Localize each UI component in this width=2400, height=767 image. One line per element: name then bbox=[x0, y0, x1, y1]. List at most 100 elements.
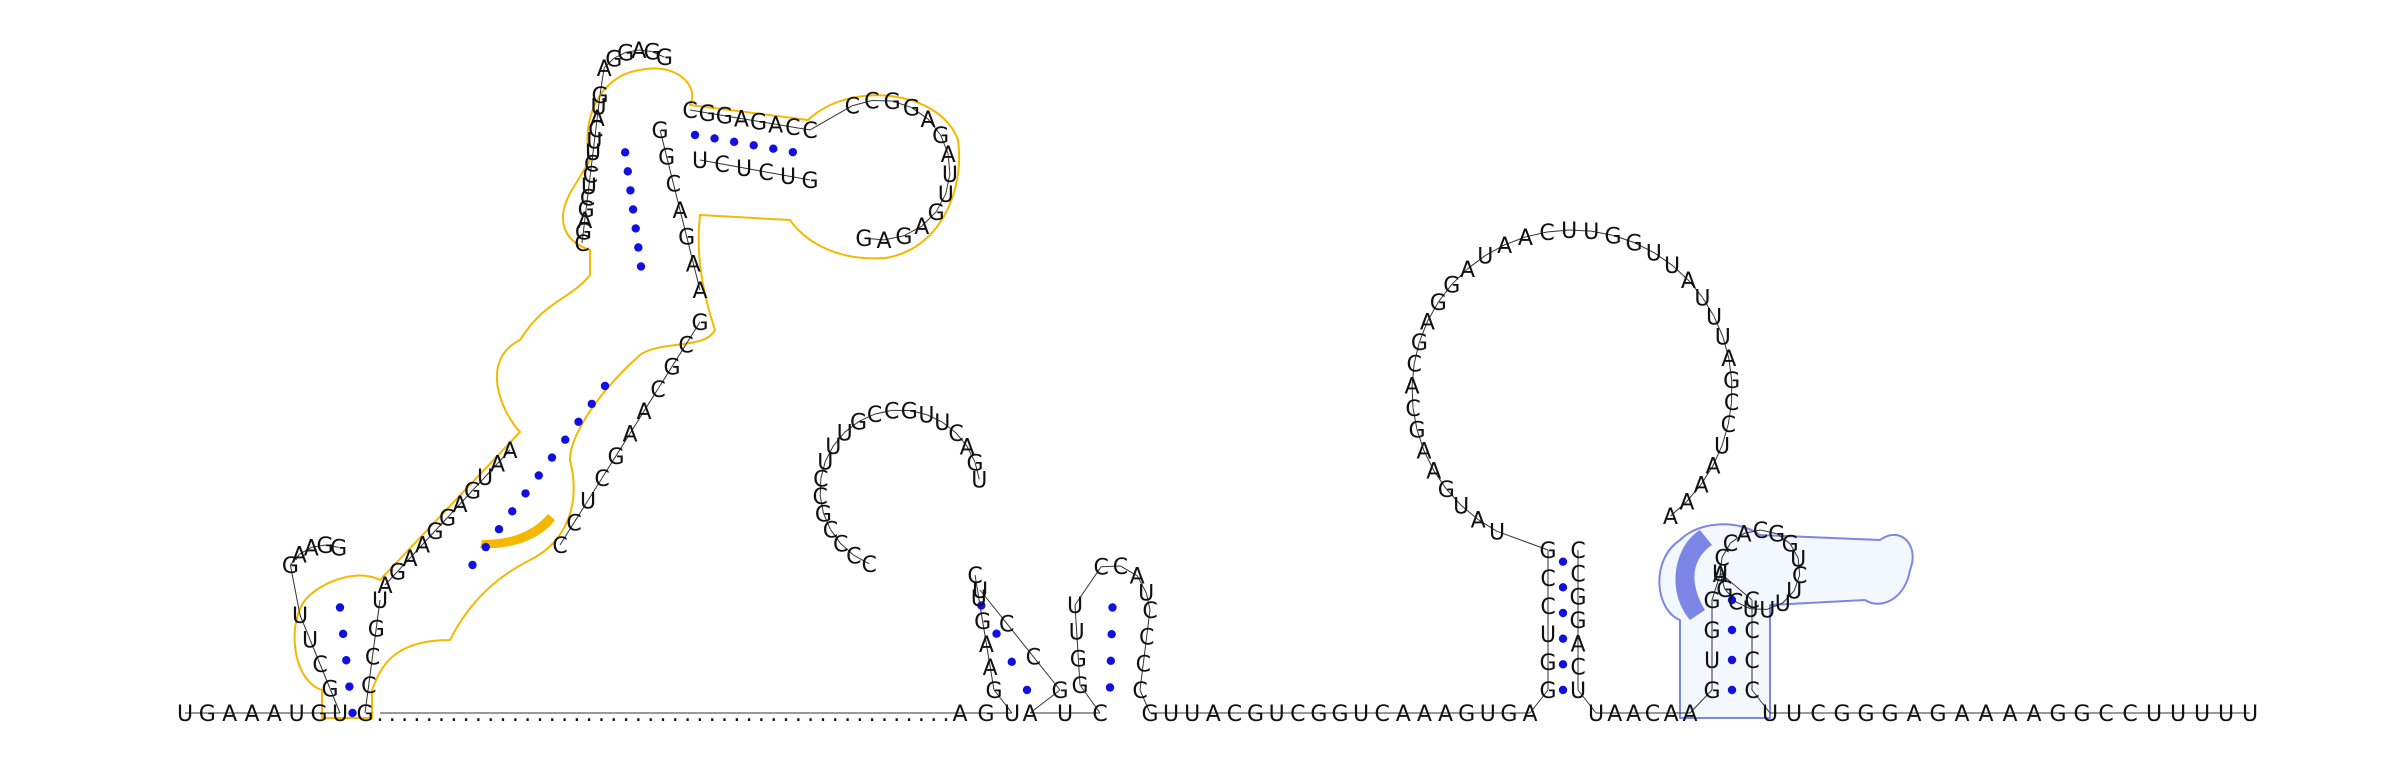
nucleotide: G bbox=[578, 198, 595, 223]
base-pair-dot bbox=[468, 560, 477, 570]
nucleotide: U bbox=[780, 165, 796, 190]
nucleotide: G bbox=[330, 536, 347, 561]
backbone-link bbox=[1546, 229, 1570, 233]
backbone-link bbox=[591, 151, 594, 164]
backbone-link bbox=[1767, 602, 1783, 610]
backbone-link bbox=[721, 163, 745, 169]
nucleotide: U bbox=[1712, 562, 1728, 587]
backbone-link bbox=[1504, 236, 1526, 246]
nucleotide: A bbox=[1471, 509, 1486, 534]
nucleotide: U bbox=[692, 149, 708, 174]
backbone-link bbox=[613, 51, 626, 59]
base-pair-dot bbox=[1727, 685, 1737, 695]
nucleotide: G bbox=[316, 534, 333, 559]
nucleotide: U bbox=[1004, 702, 1020, 727]
nucleotide: U bbox=[825, 435, 841, 460]
nucleotide: C bbox=[813, 467, 828, 492]
nucleotide: C bbox=[1570, 539, 1585, 564]
base-pair-dot bbox=[587, 399, 596, 409]
nucleotide: . bbox=[906, 702, 913, 727]
backbone-link bbox=[434, 517, 448, 532]
backbone-link bbox=[1433, 470, 1447, 490]
backbone-link bbox=[584, 208, 587, 221]
nucleotide: . bbox=[758, 702, 765, 727]
nucleotide: . bbox=[635, 702, 642, 727]
backbone-link bbox=[1670, 500, 1688, 517]
backbone-link bbox=[329, 688, 341, 714]
nucleotide: U bbox=[1489, 520, 1505, 545]
nucleotide: C bbox=[1093, 556, 1108, 581]
backbone-link bbox=[585, 197, 589, 209]
nucleotide: U bbox=[942, 163, 958, 188]
backbone-link bbox=[1722, 336, 1730, 359]
nucleotide: U bbox=[289, 702, 305, 727]
backbone-link bbox=[629, 410, 645, 434]
nucleotide: U bbox=[1453, 494, 1469, 519]
nucleotide: . bbox=[512, 702, 519, 727]
nucleotide: C bbox=[1405, 397, 1420, 422]
base-pair-dot bbox=[690, 130, 700, 140]
backbone-link bbox=[666, 156, 674, 184]
base-pair-dot bbox=[338, 629, 348, 639]
nucleotide: C bbox=[864, 89, 879, 114]
nucleotide: . bbox=[783, 702, 790, 727]
nucleotide: C bbox=[1540, 595, 1555, 620]
nucleotide: A bbox=[1570, 632, 1585, 657]
backbone-link bbox=[1077, 658, 1081, 686]
nucleotide: G bbox=[310, 702, 327, 727]
nucleotide: . bbox=[795, 702, 802, 727]
nucleotide: A bbox=[1721, 347, 1736, 372]
nucleotide: G bbox=[1247, 702, 1264, 727]
nucleotide: G bbox=[1141, 702, 1158, 727]
backbone-link bbox=[671, 344, 687, 367]
backbone-link bbox=[422, 530, 436, 545]
backbone-link bbox=[1079, 684, 1101, 714]
nucleotide: C bbox=[1132, 679, 1147, 704]
nucleotide: U bbox=[302, 629, 318, 654]
backbone-link bbox=[689, 109, 708, 114]
backbone-link bbox=[1751, 689, 1771, 714]
backbone-link bbox=[741, 118, 759, 122]
backbone-link bbox=[1076, 631, 1079, 659]
nucleotide: C bbox=[1139, 626, 1154, 651]
nucleotide: . bbox=[807, 702, 814, 727]
nucleotide: C bbox=[1714, 546, 1729, 571]
nucleotide: G bbox=[750, 110, 767, 135]
backbone-link bbox=[1142, 636, 1148, 664]
nucleotide: C bbox=[1810, 702, 1825, 727]
nucleotide: C bbox=[1026, 646, 1041, 671]
nucleotide: U bbox=[2146, 702, 2162, 727]
backbone-link bbox=[874, 409, 892, 415]
nucleotide: G bbox=[651, 119, 668, 144]
backbone-link bbox=[309, 639, 321, 665]
base-pair-dot bbox=[1022, 685, 1032, 695]
nucleotide: U bbox=[1353, 702, 1369, 727]
backbone-link bbox=[985, 643, 991, 668]
nucleotide: . bbox=[475, 702, 482, 727]
base-pair-dot bbox=[636, 262, 646, 271]
nucleotide: C bbox=[1539, 221, 1554, 246]
backbone-link bbox=[447, 503, 461, 518]
base-pair-dot bbox=[788, 147, 798, 157]
backbone-link bbox=[588, 174, 591, 187]
backbone-link bbox=[883, 235, 905, 241]
nucleotide: G bbox=[656, 46, 673, 71]
nucleotide: G bbox=[678, 226, 695, 251]
nucleotide: U bbox=[1714, 434, 1730, 459]
backbone-link bbox=[397, 557, 411, 572]
nucleotide: . bbox=[413, 702, 420, 727]
backbone-link bbox=[707, 112, 725, 117]
nucleotide: . bbox=[426, 702, 433, 727]
nucleotide: G bbox=[1723, 369, 1740, 394]
base-pair-dot bbox=[1558, 660, 1568, 669]
nucleotide: G bbox=[1443, 273, 1460, 298]
nucleotide: A bbox=[292, 543, 307, 568]
backbone-link bbox=[945, 173, 951, 195]
nucleotide: U bbox=[1646, 242, 1662, 267]
base-pair-dot bbox=[534, 471, 543, 480]
backbone-link bbox=[1591, 230, 1614, 236]
nucleotide: A bbox=[1460, 258, 1475, 283]
nucleotide: C bbox=[1723, 532, 1738, 557]
nucleotide: C bbox=[1753, 519, 1768, 544]
nucleotide: . bbox=[844, 702, 851, 727]
